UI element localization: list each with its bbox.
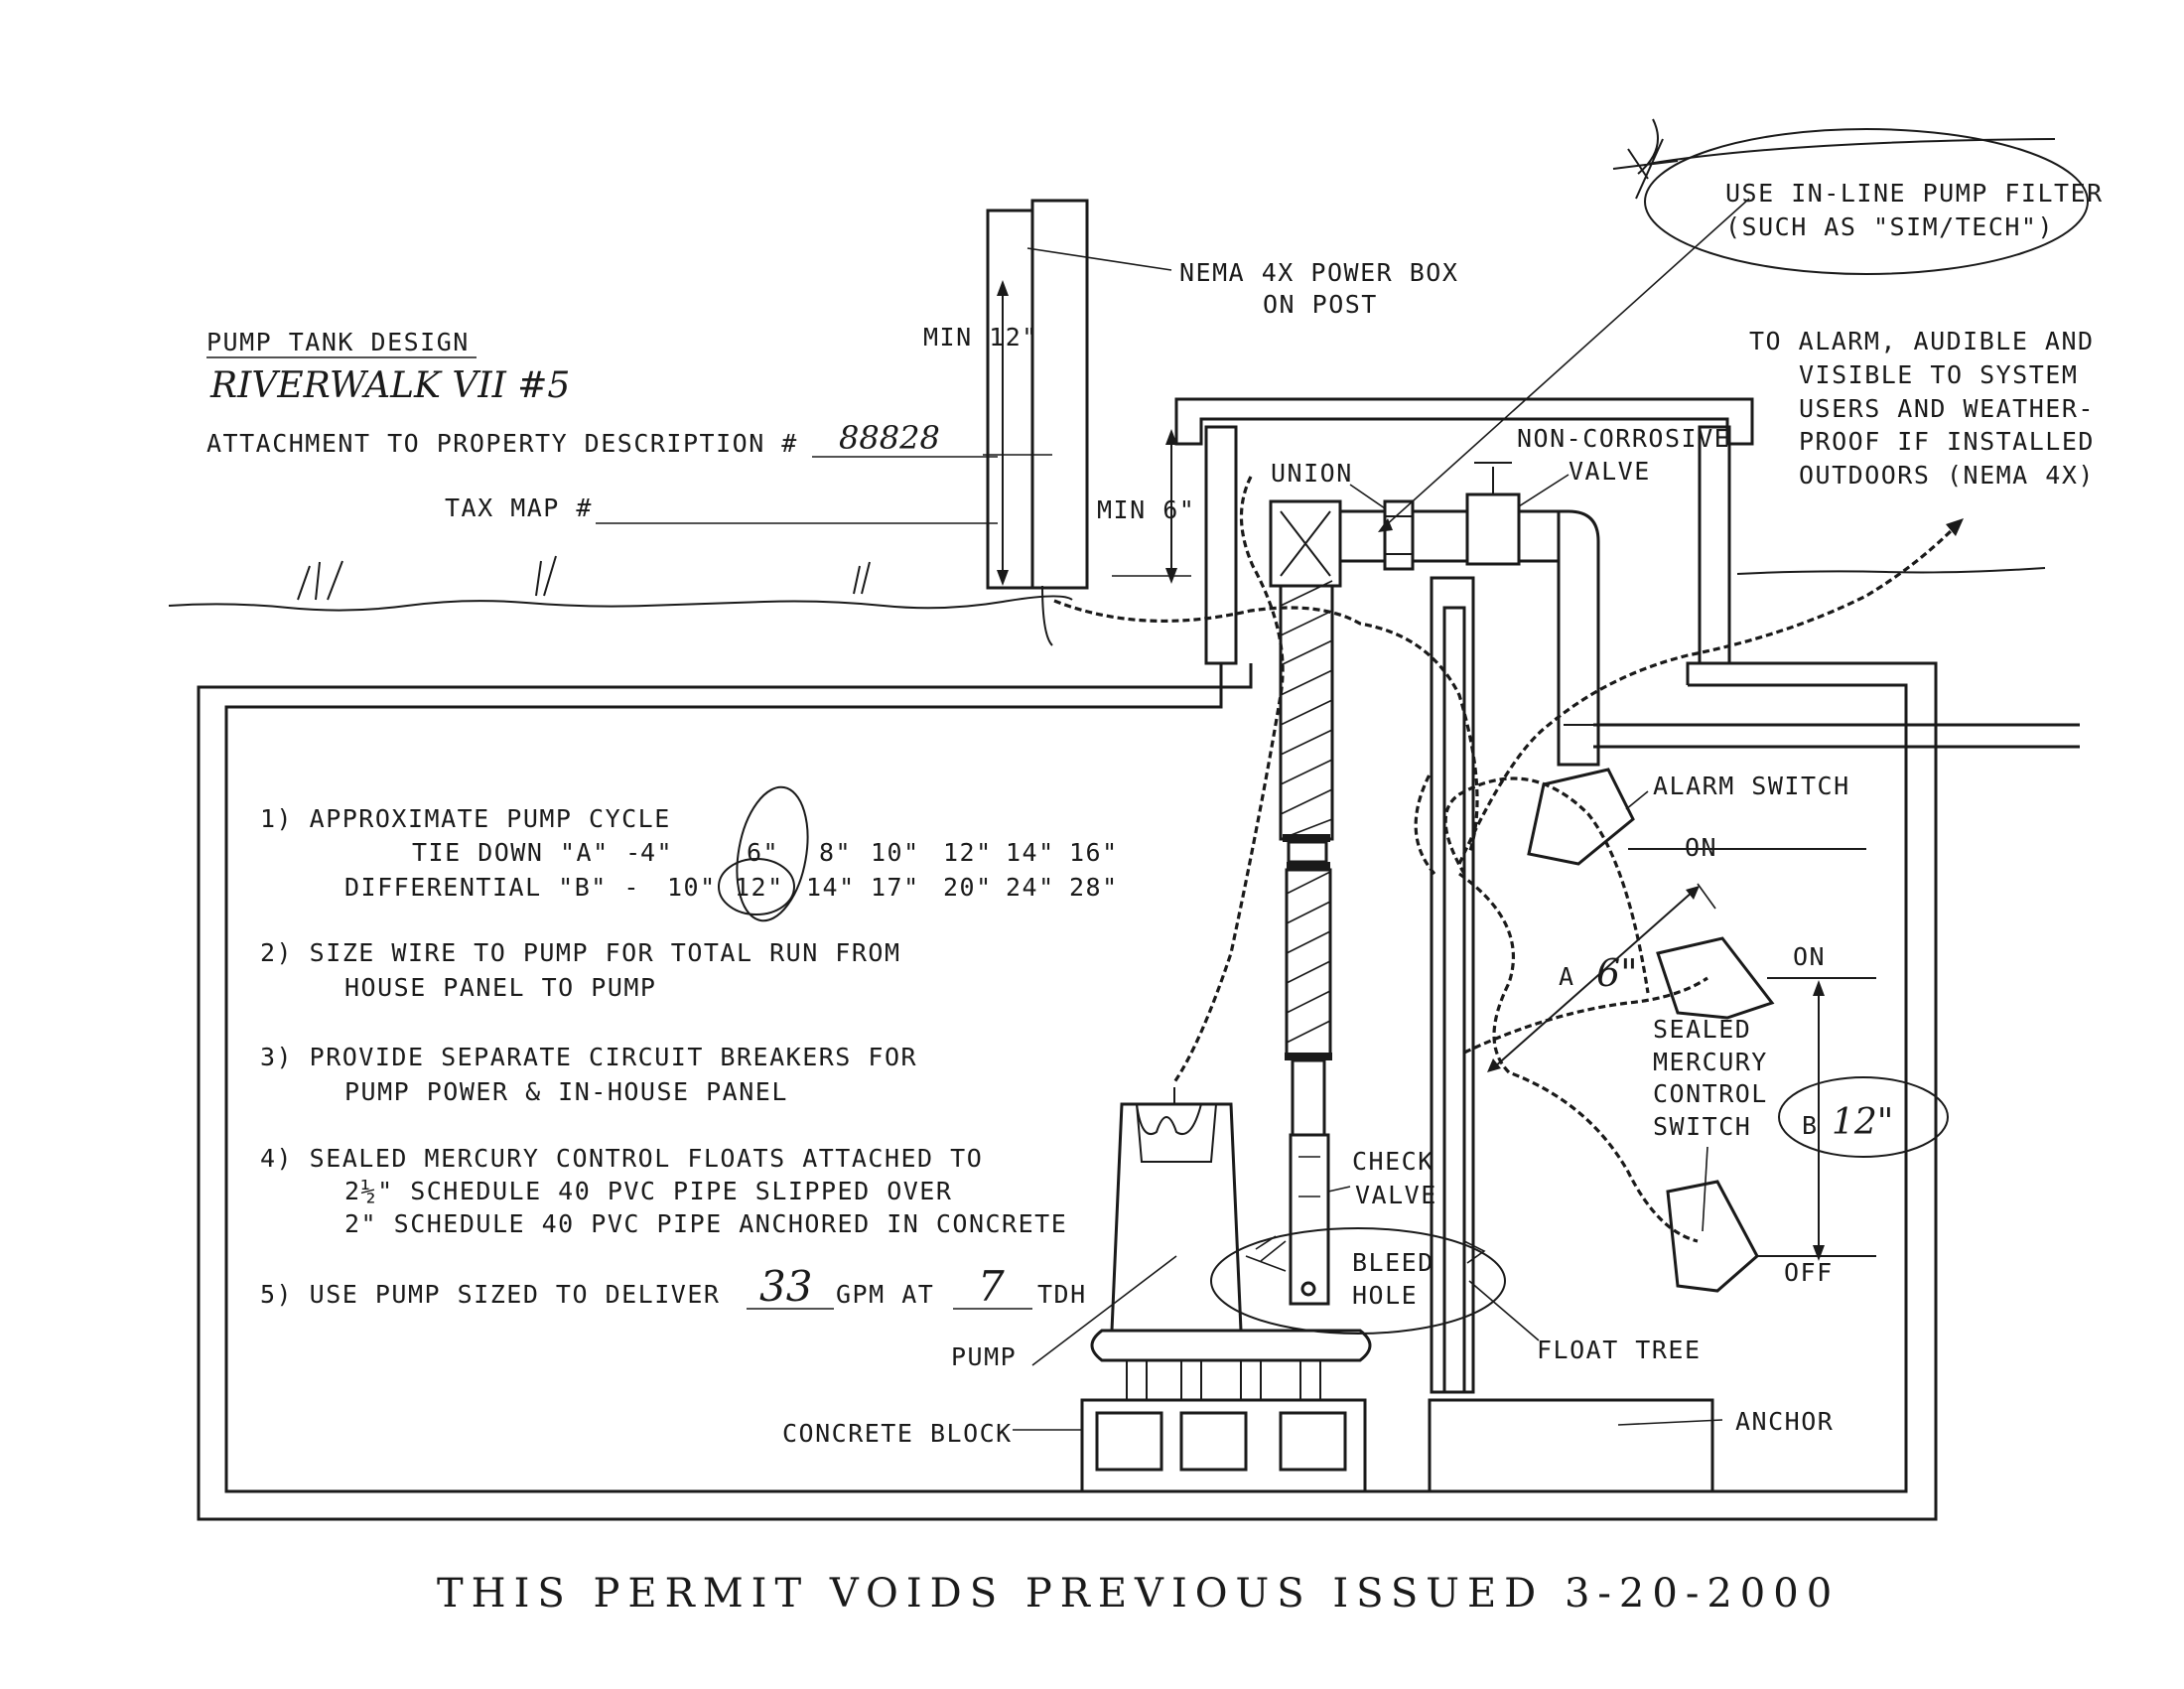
diff-value-4: 20" bbox=[943, 873, 993, 902]
note-3-line-2: PUMP POWER & IN-HOUSE PANEL bbox=[344, 1077, 788, 1106]
diff-value-5: 24" bbox=[1006, 873, 1055, 902]
ground-line bbox=[168, 555, 2046, 612]
tank-walls bbox=[197, 661, 2080, 1521]
alarm-note-5: OUTDOORS (NEMA 4X) bbox=[1799, 461, 2095, 490]
float-tree bbox=[1430, 576, 1475, 1394]
attachment-value: 88828 bbox=[839, 419, 940, 457]
on-label-2: ON bbox=[1793, 942, 1826, 971]
sealed-label-3: CONTROL bbox=[1653, 1079, 1768, 1108]
concrete-block-label: CONCRETE BLOCK bbox=[782, 1419, 1013, 1448]
b-label: B bbox=[1802, 1111, 1819, 1140]
sealed-label-4: SWITCH bbox=[1653, 1112, 1751, 1141]
note-5-mid: GPM AT bbox=[836, 1280, 934, 1309]
sealed-label-2: MERCURY bbox=[1653, 1048, 1768, 1076]
pump-body bbox=[1090, 1087, 1372, 1401]
valve-label-2: VALVE bbox=[1569, 457, 1651, 486]
diff-value-6: 28" bbox=[1069, 873, 1119, 902]
tie-value-1: 6" bbox=[747, 838, 779, 867]
power-box-label-1: NEMA 4X POWER BOX bbox=[1179, 258, 1458, 287]
tax-map-label: TAX MAP # bbox=[445, 493, 593, 522]
wiring bbox=[1053, 476, 1964, 1243]
concrete-block bbox=[1080, 1398, 1367, 1493]
note-2-line-1: 2) SIZE WIRE TO PUMP FOR TOTAL RUN FROM bbox=[260, 938, 901, 967]
tie-value-0: 4" bbox=[640, 838, 673, 867]
alarm-float bbox=[1527, 768, 1866, 866]
note-4-line-3: 2" SCHEDULE 40 PVC PIPE ANCHORED IN CONC… bbox=[344, 1209, 1067, 1238]
discharge-piping bbox=[1269, 462, 1600, 767]
power-box-post bbox=[983, 199, 1172, 646]
tie-value-3: 10" bbox=[871, 838, 920, 867]
filter-label-1: USE IN-LINE PUMP FILTER bbox=[1725, 179, 2104, 208]
diff-value-0: 10" bbox=[667, 873, 717, 902]
dimension-a bbox=[1487, 883, 1716, 1072]
note-1-diff-label: DIFFERENTIAL "B" - bbox=[344, 873, 640, 902]
tie-value-5: 14" bbox=[1006, 838, 1055, 867]
a-label: A bbox=[1559, 962, 1575, 991]
alarm-switch-label: ALARM SWITCH bbox=[1653, 772, 1850, 800]
power-box-label-2: ON POST bbox=[1263, 290, 1378, 319]
on-float bbox=[1656, 936, 1876, 1020]
dimension-b bbox=[1813, 980, 1825, 1261]
diff-value-2: 14" bbox=[806, 873, 856, 902]
check-valve-label-1: CHECK bbox=[1352, 1147, 1434, 1176]
attachment-label: ATTACHMENT TO PROPERTY DESCRIPTION # bbox=[206, 429, 798, 458]
diff-value-3: 17" bbox=[871, 873, 920, 902]
anchor-block bbox=[1428, 1398, 1714, 1493]
alarm-note-1: TO ALARM, AUDIBLE AND bbox=[1749, 327, 2095, 355]
pump-label: PUMP bbox=[951, 1342, 1017, 1371]
tdh-value: 7 bbox=[978, 1262, 1005, 1311]
valve-label-1: NON-CORROSIVE bbox=[1517, 424, 1730, 453]
design-title: PUMP TANK DESIGN bbox=[206, 328, 470, 356]
float-tree-label: FLOAT TREE bbox=[1537, 1336, 1702, 1364]
off-label: OFF bbox=[1784, 1258, 1834, 1287]
note-4-line-2: 2½" SCHEDULE 40 PVC PIPE SLIPPED OVER bbox=[344, 1177, 952, 1205]
riser-pipe bbox=[1279, 580, 1334, 1306]
off-float bbox=[1666, 1180, 1876, 1293]
a-value: 6" bbox=[1596, 951, 1638, 995]
note-2-line-2: HOUSE PANEL TO PUMP bbox=[344, 973, 656, 1002]
filter-label-2: (SUCH AS "SIM/TECH") bbox=[1725, 212, 2054, 241]
sealed-label-1: SEALED bbox=[1653, 1015, 1751, 1044]
tie-value-4: 12" bbox=[943, 838, 993, 867]
b-value: 12" bbox=[1832, 1102, 1893, 1143]
note-3-line-1: 3) PROVIDE SEPARATE CIRCUIT BREAKERS FOR bbox=[260, 1043, 917, 1071]
diff-value-1: 12" bbox=[735, 873, 784, 902]
alarm-note-3: USERS AND WEATHER- bbox=[1799, 394, 2095, 423]
note-1-title: 1) APPROXIMATE PUMP CYCLE bbox=[260, 804, 671, 833]
gpm-value: 33 bbox=[759, 1262, 812, 1311]
note-5-suffix: TDH bbox=[1037, 1280, 1087, 1309]
tie-value-2: 8" bbox=[819, 838, 852, 867]
note-5-prefix: 5) USE PUMP SIZED TO DELIVER bbox=[260, 1280, 720, 1309]
min-12-label: MIN 12" bbox=[923, 323, 1038, 352]
note-4-line-1: 4) SEALED MERCURY CONTROL FLOATS ATTACHE… bbox=[260, 1144, 983, 1173]
min-6-label: MIN 6" bbox=[1097, 495, 1195, 524]
union-label: UNION bbox=[1271, 459, 1353, 488]
alarm-note-4: PROOF IF INSTALLED bbox=[1799, 427, 2095, 456]
leader-lines bbox=[1013, 198, 1750, 1431]
project-name: RIVERWALK VII #5 bbox=[209, 365, 570, 406]
check-valve-label-2: VALVE bbox=[1355, 1181, 1437, 1209]
permit-note: THIS PERMIT VOIDS PREVIOUS ISSUED 3-20-2… bbox=[437, 1571, 1840, 1617]
bleed-hole-label-1: BLEED bbox=[1352, 1248, 1434, 1277]
note-1-tie-label: TIE DOWN "A" - bbox=[412, 838, 642, 867]
bleed-hole-label-2: HOLE bbox=[1352, 1281, 1418, 1310]
annotation-ovals bbox=[718, 118, 2089, 1335]
alarm-note-2: VISIBLE TO SYSTEM bbox=[1799, 360, 2078, 389]
anchor-label: ANCHOR bbox=[1735, 1407, 1834, 1436]
on-label-1: ON bbox=[1685, 833, 1717, 862]
tie-value-6: 16" bbox=[1069, 838, 1119, 867]
